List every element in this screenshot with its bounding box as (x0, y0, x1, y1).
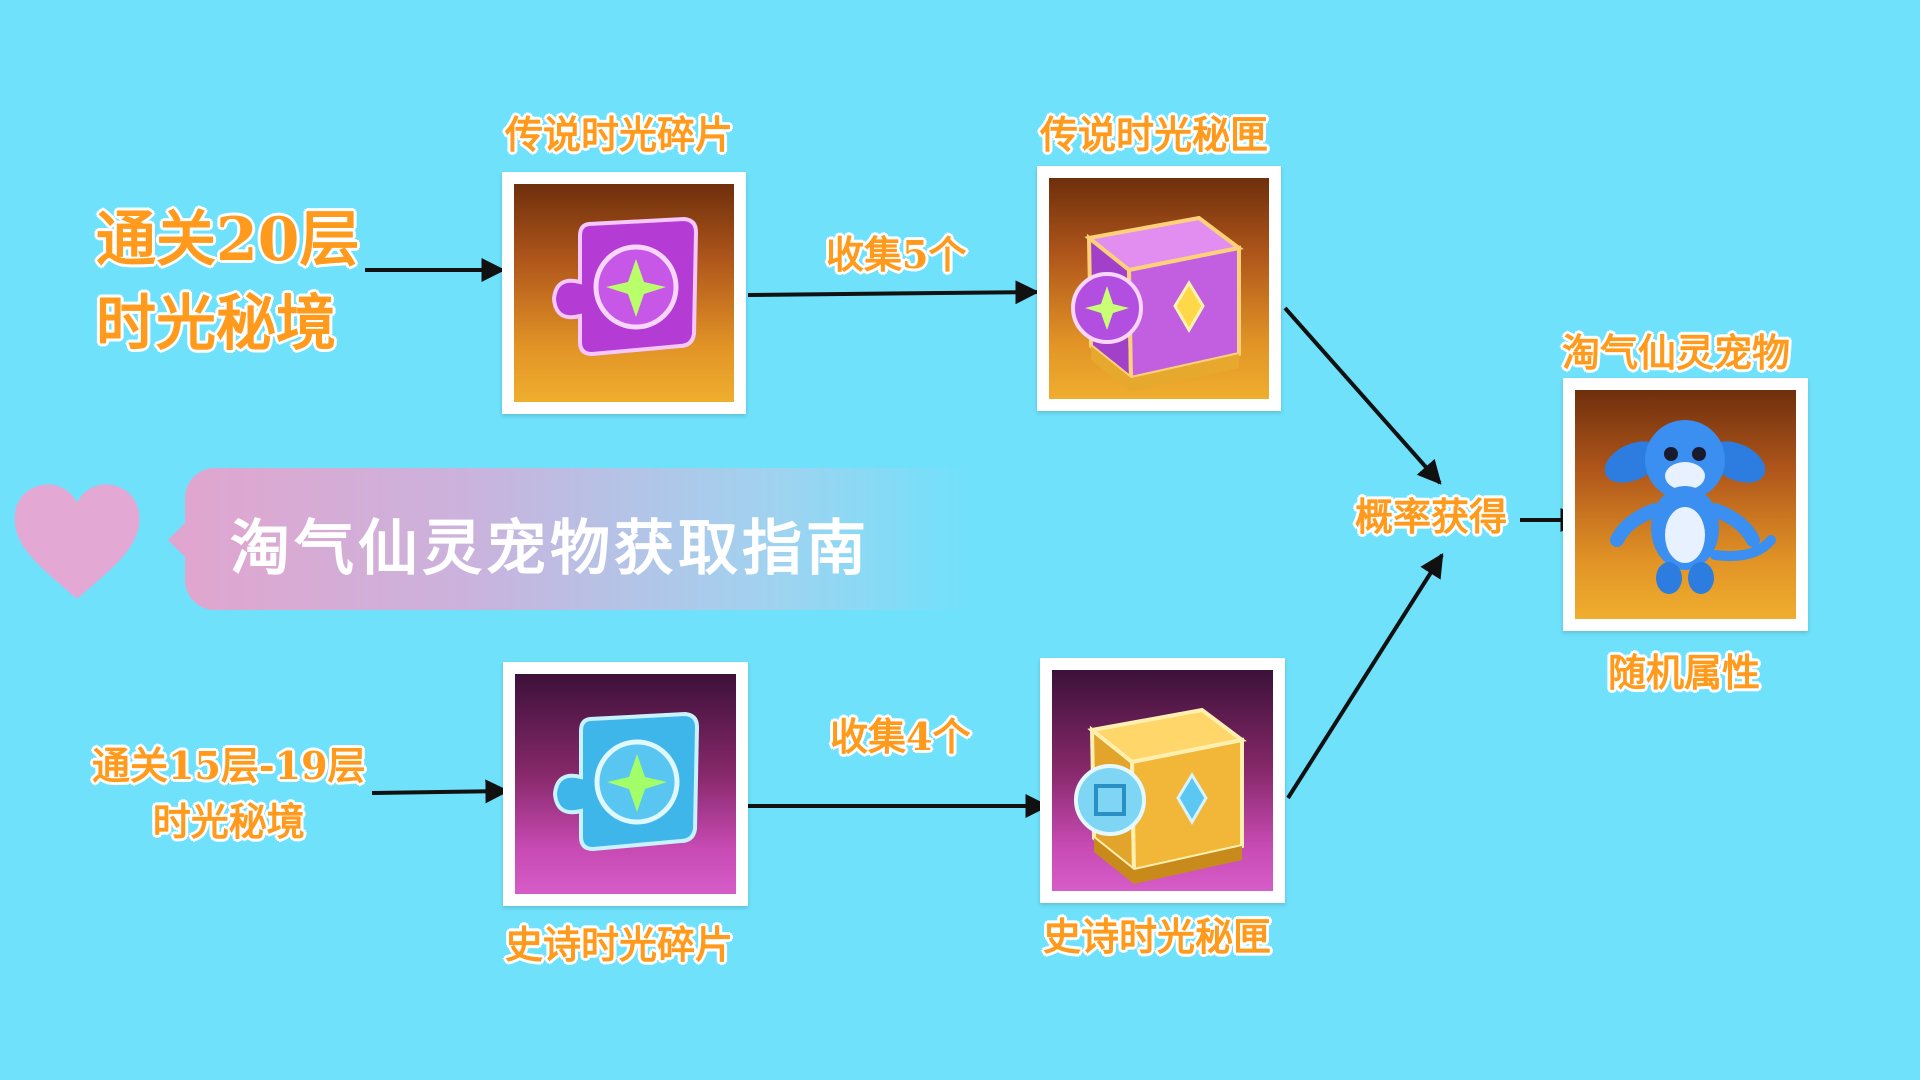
arrow-legend-box-to-result (1283, 306, 1442, 485)
epic-box-title: 史诗时光秘匣 (1043, 914, 1272, 959)
legend-box-title: 传说时光秘匣 (1040, 112, 1269, 157)
arrow-legend-fragment-to-box (747, 280, 1040, 305)
legend-box-card (1037, 166, 1281, 411)
top-source-line-1: 通关20层 (96, 205, 360, 275)
title-banner (185, 468, 975, 610)
legend-fragment-card (502, 172, 746, 414)
bottom-source-label: 通关15层-19层 时光秘境 (92, 738, 366, 850)
epic-fragment-title: 史诗时光碎片 (505, 922, 734, 967)
arrow-epic-box-to-result (1286, 552, 1444, 800)
legend-box-icon (1071, 215, 1244, 392)
legend-fragment-icon (551, 216, 699, 357)
bottom-collect-label: 收集4个 (830, 714, 971, 759)
pet-attribute-label: 随机属性 (1608, 650, 1761, 695)
epic-box-icon (1074, 707, 1247, 884)
title-banner-notch (168, 518, 190, 562)
top-source-label: 通关20层 时光秘境 (96, 198, 360, 366)
heart-icon (14, 484, 140, 599)
pet-card (1563, 378, 1808, 631)
arrow-source-to-epic-fragment (371, 779, 510, 804)
epic-fragment-icon (552, 711, 700, 852)
epic-fragment-card (503, 662, 748, 906)
top-source-line-2: 时光秘境 (96, 289, 336, 359)
pet-title: 淘气仙灵宠物 (1562, 330, 1791, 375)
bottom-source-line-2: 时光秘境 (152, 799, 305, 844)
result-via-label: 概率获得 (1355, 494, 1508, 539)
top-collect-label: 收集5个 (826, 232, 967, 277)
bottom-source-line-1: 通关15层-19层 (92, 743, 366, 788)
page-title: 淘气仙灵宠物获取指南 (230, 514, 870, 584)
epic-box-card (1040, 658, 1285, 903)
legend-fragment-title: 传说时光碎片 (505, 112, 734, 157)
pet-icon (1604, 420, 1776, 594)
